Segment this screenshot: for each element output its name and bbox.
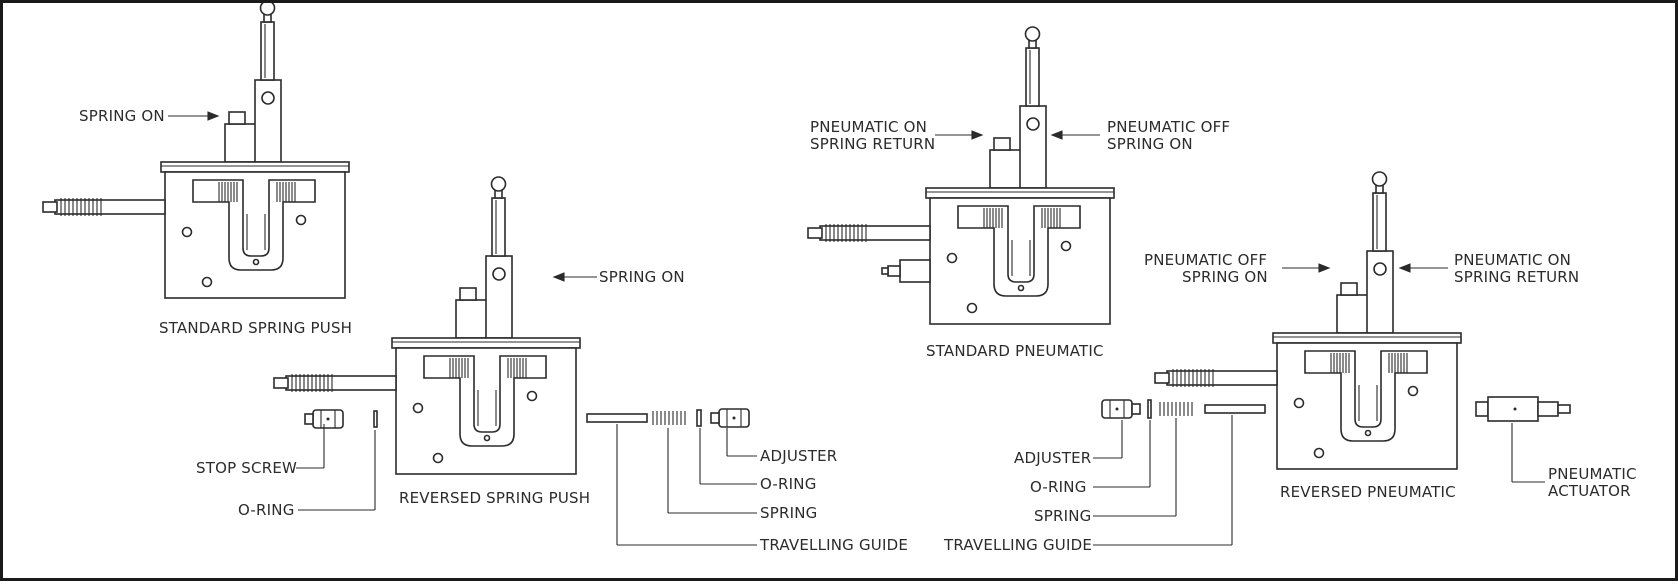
travelling-guide-part-1 [586, 413, 648, 423]
label-reversed-pneumatic: REVERSED PNEUMATIC [1280, 483, 1456, 501]
o-ring-part-1 [373, 410, 378, 428]
adjuster-part-2 [1101, 399, 1141, 419]
standard-spring-push-assembly [42, 0, 350, 299]
label-pneumatic-off-2: PNEUMATIC OFF [1144, 251, 1267, 269]
label-o-ring-2: O-RING [760, 475, 817, 493]
label-stop-screw: STOP SCREW [196, 459, 297, 477]
label-travelling-guide-1: TRAVELLING GUIDE [759, 536, 908, 554]
label-spring-on-2: SPRING ON [599, 268, 685, 286]
pneumatic-actuator-part [1475, 396, 1571, 422]
label-spring-on-1: SPRING ON [79, 107, 165, 125]
label-reversed-spring-push: REVERSED SPRING PUSH [399, 489, 590, 507]
label-travelling-guide-2: TRAVELLING GUIDE [943, 536, 1092, 554]
spring-part-2 [1159, 401, 1193, 417]
label-pneumatic: PNEUMATIC [1548, 465, 1637, 483]
adjuster-part-1 [710, 408, 750, 428]
o-ring-part-3 [1147, 399, 1152, 419]
reversed-pneumatic-assembly [1154, 171, 1462, 470]
label-spring-return-1: SPRING RETURN [810, 135, 935, 153]
label-standard-spring-push: STANDARD SPRING PUSH [159, 319, 352, 337]
label-spring-on-3: SPRING ON [1107, 135, 1193, 153]
label-standard-pneumatic: STANDARD PNEUMATIC [926, 342, 1104, 360]
travelling-guide-part-2 [1204, 404, 1266, 414]
label-spring-2: SPRING [1034, 507, 1091, 525]
label-spring-return-2: SPRING RETURN [1454, 268, 1579, 286]
label-o-ring-3: O-RING [1030, 478, 1087, 496]
label-o-ring-1: O-RING [238, 501, 295, 519]
label-spring-on-4: SPRING ON [1182, 268, 1268, 286]
spring-part-1 [652, 410, 686, 426]
label-adjuster-2: ADJUSTER [1014, 449, 1091, 467]
label-pneumatic-off-1: PNEUMATIC OFF [1107, 118, 1230, 136]
o-ring-part-2 [696, 409, 702, 427]
label-adjuster-1: ADJUSTER [760, 447, 837, 465]
leader-lines [168, 111, 1545, 546]
label-actuator: ACTUATOR [1548, 482, 1631, 500]
label-pneumatic-on-1: PNEUMATIC ON [810, 118, 927, 136]
standard-pneumatic-assembly [807, 26, 1115, 325]
label-spring-1: SPRING [760, 504, 817, 522]
label-pneumatic-on-2: PNEUMATIC ON [1454, 251, 1571, 269]
